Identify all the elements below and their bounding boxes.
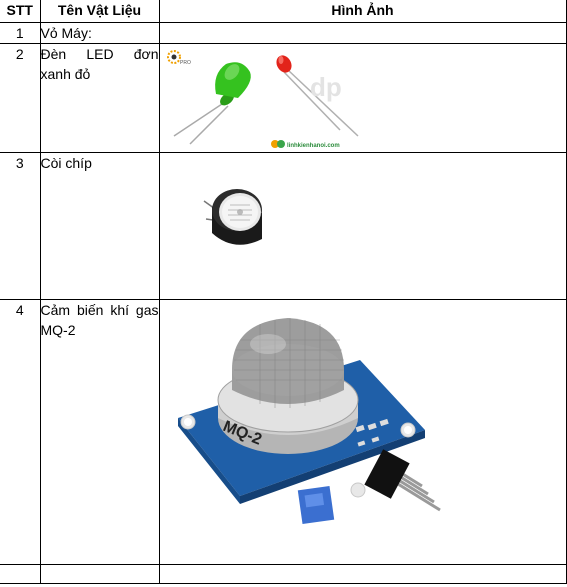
row-image-cell — [158, 22, 567, 44]
row-image-cell — [158, 152, 567, 300]
red-led-icon — [275, 55, 359, 137]
table-header-row: STT Tên Vật Liệu Hình Ảnh — [0, 0, 567, 23]
svg-text:PRO: PRO — [180, 60, 191, 66]
header-stt: STT — [0, 0, 41, 23]
table-row: 2 Đèn LED đơn xanh đỏ PRO — [0, 43, 567, 153]
table-row: 3 Còi chíp — [0, 152, 567, 300]
buzzer-icon — [203, 189, 262, 245]
row-stt — [0, 564, 41, 584]
row-stt: 3 — [0, 152, 41, 300]
green-led-icon — [173, 62, 251, 145]
row-name: Còi chíp — [39, 152, 160, 300]
row-name: Vỏ Máy: — [39, 22, 160, 44]
table-row: 4 Cảm biến khí gas MQ-2 — [0, 299, 567, 565]
row-name: Cảm biến khí gas MQ-2 — [39, 299, 160, 565]
row-stt: 1 — [0, 22, 41, 44]
row-image-cell — [158, 564, 567, 584]
row-name: Đèn LED đơn xanh đỏ — [39, 43, 160, 153]
header-name: Tên Vật Liệu — [39, 0, 160, 23]
pro-logo: PRO — [166, 50, 191, 66]
row-image-cell: PRO dp — [158, 43, 567, 153]
row-image-cell: MQ-2 — [158, 299, 567, 565]
mq2-sensor-image: MQ-2 — [177, 318, 441, 525]
mq2-sensor-icon: MQ-2 — [177, 318, 441, 525]
row-stt: 2 — [0, 43, 41, 153]
table-row — [0, 564, 567, 584]
buzzer-image — [203, 189, 262, 245]
row-stt: 4 — [0, 299, 41, 565]
table-row: 1 Vỏ Máy: — [0, 22, 567, 44]
row-name — [39, 564, 160, 584]
watermark-logo: linhkienhanoi.com — [270, 140, 340, 149]
svg-text:dp: dp — [310, 72, 342, 102]
svg-text:linhkienhanoi.com: linhkienhanoi.com — [287, 143, 340, 149]
led-image: PRO dp — [166, 50, 359, 149]
header-image: Hình Ảnh — [158, 0, 567, 23]
